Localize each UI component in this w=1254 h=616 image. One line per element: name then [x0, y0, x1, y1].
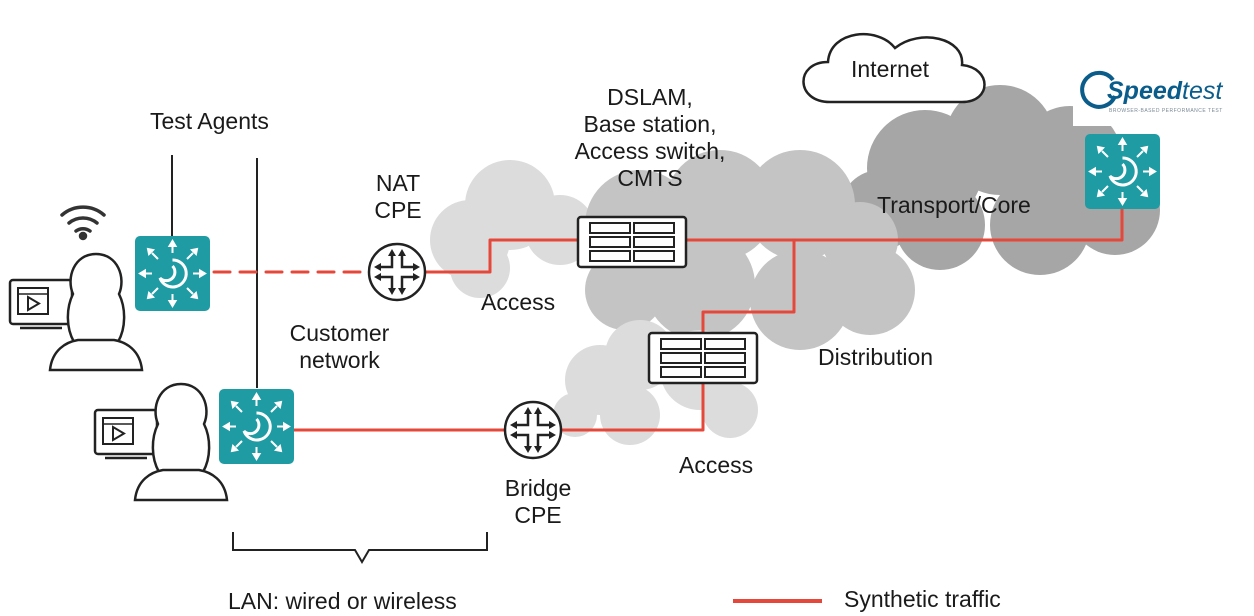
- speedtest-agent-box: [1083, 132, 1162, 211]
- dslam-to-core-link: [684, 206, 1124, 242]
- wireless-user-icon: [8, 252, 144, 372]
- core-to-distribution-link: [701, 238, 796, 336]
- wifi-icon: [60, 205, 106, 241]
- distribution-switch-icon: [647, 331, 759, 385]
- nat-to-dslam-link: [424, 238, 580, 274]
- speedtest-tagline: BROWSER-BASED PERFORMANCE TEST: [1109, 108, 1223, 114]
- internet-label: Internet: [851, 56, 929, 82]
- dslam-label: DSLAM, Base station, Access switch, CMTS: [574, 84, 726, 191]
- wired-user-icon: [93, 382, 229, 502]
- distribution-to-bridge-link: [534, 380, 705, 432]
- lan-label: LAN: wired or wireless: [228, 588, 457, 614]
- access-upper-label: Access: [481, 289, 556, 315]
- speedtest-wordmark: Speedtest: [1107, 77, 1223, 105]
- test-agent-box-lower: [217, 387, 296, 466]
- speedtest-logo: Speedtest BROWSER-BASED PERFORMANCE TEST: [1073, 60, 1248, 126]
- speedtest-swoosh-icon: [1080, 70, 1117, 109]
- bridge-cpe-router-icon: [503, 400, 563, 460]
- test-agents-label: Test Agents: [150, 108, 269, 134]
- legend-synthetic-traffic-label: Synthetic traffic: [844, 586, 1001, 612]
- distribution-label: Distribution: [818, 344, 934, 370]
- nat-cpe-router-icon: [367, 242, 427, 302]
- lan-brace: [232, 532, 488, 564]
- test-agent-box-upper: [133, 234, 212, 313]
- dslam-switch-icon: [576, 215, 688, 269]
- internet-cloud: [802, 33, 986, 104]
- access-lower-label: Access: [679, 452, 754, 478]
- transport-core-label: Transport/Core: [877, 192, 1031, 218]
